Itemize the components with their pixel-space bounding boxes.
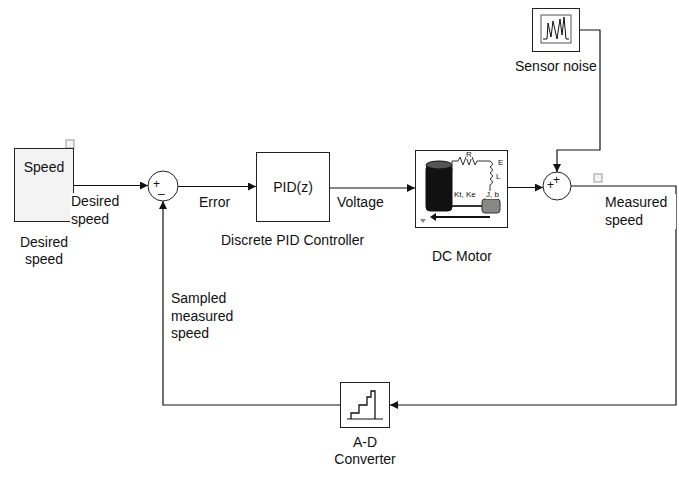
block-caption: Sensor noise [515, 58, 597, 75]
resistor-symbol [452, 157, 490, 171]
signal-line [390, 186, 676, 405]
sum-sign: + [553, 174, 560, 186]
signal-line [330, 187, 415, 188]
port-mark [420, 219, 426, 223]
block-box [532, 8, 580, 52]
noise-icon [533, 9, 579, 51]
axis [347, 419, 383, 420]
block: PID(z)Discrete PID Controller [256, 152, 330, 222]
signal-line [178, 186, 256, 187]
signal-line [74, 185, 148, 186]
signal-line [163, 201, 340, 405]
signal-line [508, 187, 543, 188]
motor-top [426, 161, 452, 169]
signal-label: Measured speed [604, 194, 676, 229]
sum-outline [148, 171, 178, 201]
load-inertia [482, 199, 500, 213]
icon-frame [541, 15, 571, 43]
block-box: PID(z) [256, 152, 330, 222]
signal-label: Desired speed [70, 193, 134, 228]
sum-junction: ++ [542, 171, 572, 201]
block-caption: A-D Converter [329, 434, 401, 468]
motor-shaft [452, 205, 482, 207]
port-icon [594, 174, 602, 182]
sum-junction: +_ [147, 170, 179, 202]
adc-icon [341, 383, 389, 427]
current-arrow [436, 216, 490, 218]
block: Sensor noise [532, 8, 580, 52]
motor-part-label: J, b [486, 191, 499, 199]
block-caption: DC Motor [432, 248, 492, 265]
motor-part-label: E [498, 159, 503, 167]
block-box [340, 382, 390, 428]
block: RLEKt, KeJ, bDC Motor [415, 150, 508, 228]
signal-label: Voltage [336, 194, 385, 212]
current-arrow-head [430, 213, 436, 221]
block: SpeedDesired speed [14, 148, 74, 222]
motor-part-label: L [496, 173, 500, 181]
motor-icon [416, 151, 507, 227]
motor-part-label: R [466, 151, 472, 159]
block-box: Speed [14, 148, 74, 222]
block-caption: Discrete PID Controller [221, 232, 364, 249]
block-caption: Desired speed [12, 234, 76, 268]
block: A-D Converter [340, 382, 390, 428]
noise-wave [543, 17, 569, 39]
sum-outline [543, 172, 571, 200]
sum-sign: + [547, 179, 554, 191]
block-title: Speed [15, 159, 73, 175]
motor-part-label: Kt, Ke [454, 191, 476, 199]
motor-body [426, 165, 452, 211]
signal-label: Sampled measured speed [170, 290, 246, 343]
sum-sign: _ [158, 182, 165, 194]
block-box: R LE Kt, Ke J, b [415, 150, 508, 228]
block-title: PID(z) [257, 179, 329, 195]
staircase [351, 391, 375, 419]
port-icon [66, 140, 74, 148]
signal-label: Error [198, 194, 231, 212]
